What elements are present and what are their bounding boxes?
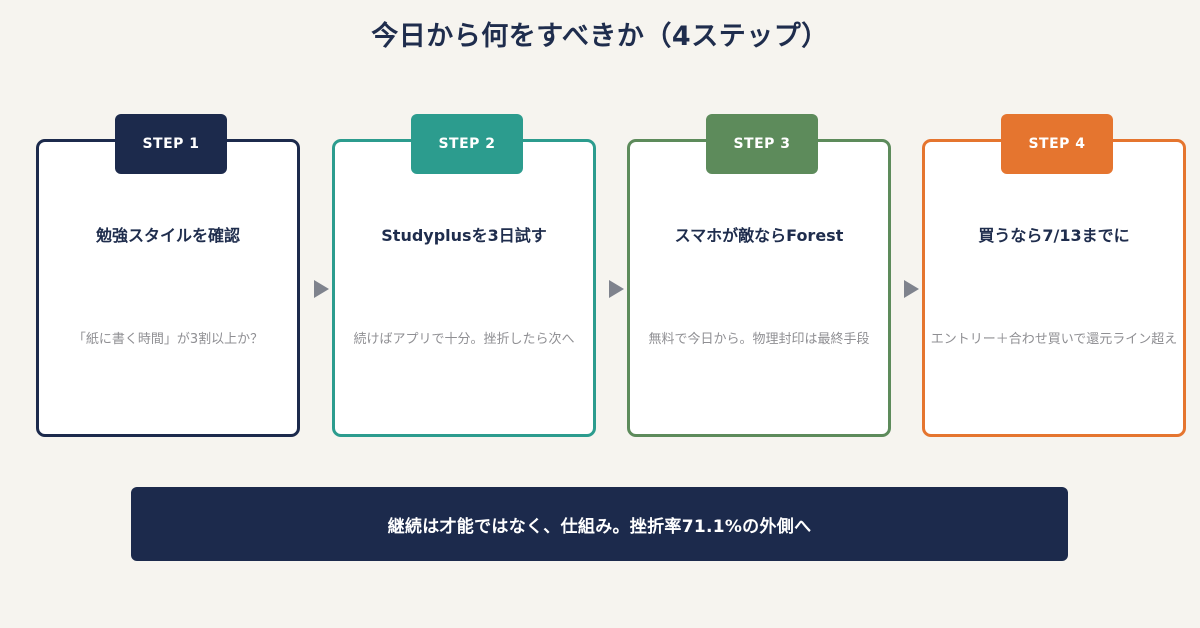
step-badge-2: STEP 2 xyxy=(411,114,523,174)
step-heading-2: Studyplusを3日試す xyxy=(381,226,547,245)
step-description-3: 無料で今日から。物理封印は最終手段 xyxy=(648,332,870,347)
step-description-4: エントリー＋合わせ買いで還元ライン超え xyxy=(930,332,1178,347)
step-badge-4: STEP 4 xyxy=(1001,114,1113,174)
step-card-4: STEP 4 買うなら7/13までに エントリー＋合わせ買いで還元ライン超え xyxy=(922,114,1186,437)
summary-banner-text: 継続は才能ではなく、仕組み。挫折率71.1%の外側へ xyxy=(387,516,812,537)
step-heading-4: 買うなら7/13までに xyxy=(978,226,1130,245)
step-card-3: STEP 3 スマホが敵ならForest 無料で今日から。物理封印は最終手段 xyxy=(627,114,891,437)
summary-banner: 継続は才能ではなく、仕組み。挫折率71.1%の外側へ xyxy=(131,487,1068,561)
arrow-right-icon xyxy=(314,280,329,298)
step-badge-3: STEP 3 xyxy=(706,114,818,174)
step-badge-1: STEP 1 xyxy=(115,114,227,174)
step-card-1: STEP 1 勉強スタイルを確認 「紙に書く時間」が3割以上か？ xyxy=(36,114,300,437)
step-heading-1: 勉強スタイルを確認 xyxy=(95,226,240,245)
arrow-right-icon xyxy=(904,280,919,298)
step-description-1: 「紙に書く時間」が3割以上か？ xyxy=(72,332,264,347)
page-title: 今日から何をすべきか（4ステップ） xyxy=(371,21,829,52)
step-card-2: STEP 2 Studyplusを3日試す 続けばアプリで十分。挫折したら次へ xyxy=(332,114,596,437)
step-heading-3: スマホが敵ならForest xyxy=(674,226,844,245)
step-description-2: 続けばアプリで十分。挫折したら次へ xyxy=(353,332,575,347)
arrow-right-icon xyxy=(609,280,624,298)
